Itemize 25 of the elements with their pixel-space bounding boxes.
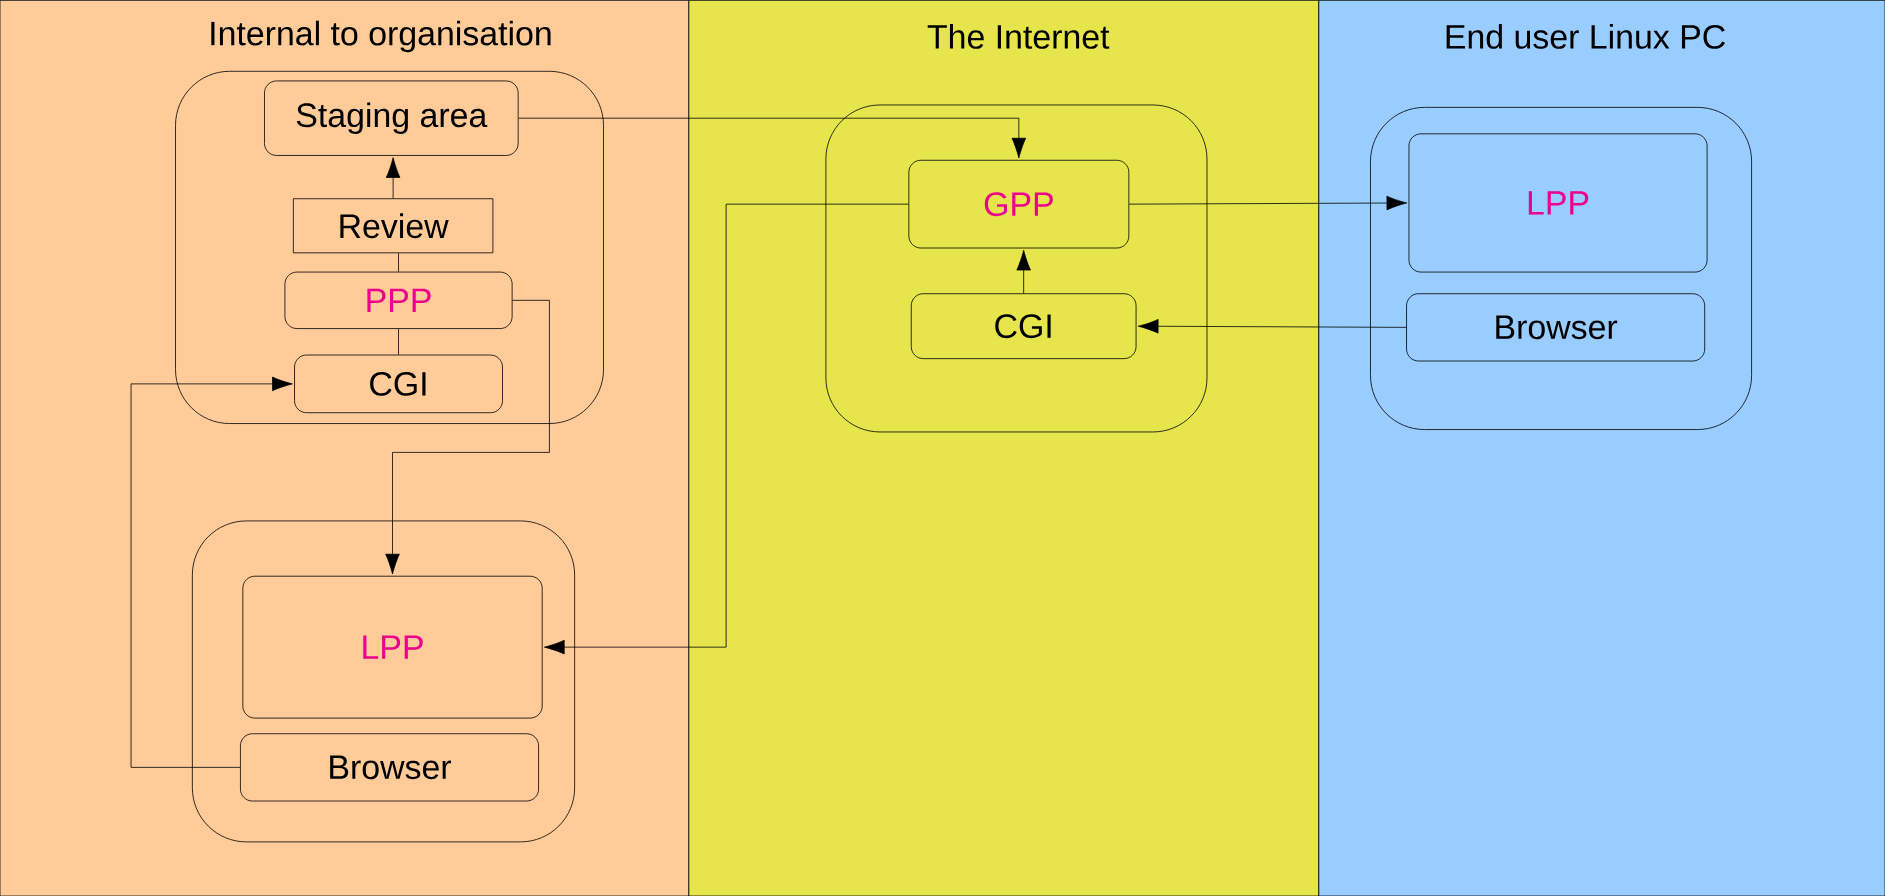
arrow	[1137, 319, 1407, 334]
region-title: The Internet	[927, 24, 1110, 49]
arrow	[1128, 195, 1408, 211]
rounded-container	[1370, 106, 1752, 430]
component-box: Browser	[240, 733, 539, 802]
arrow	[130, 376, 293, 768]
component-box: CGI	[294, 354, 503, 414]
arrow	[385, 299, 550, 575]
component-box: CGI	[910, 293, 1137, 360]
arrow	[518, 117, 1027, 159]
component-box: LPP	[242, 575, 543, 719]
rounded-container	[825, 104, 1208, 433]
arrow	[1016, 249, 1031, 294]
component-box: Browser	[1406, 293, 1706, 362]
component-box: GPP	[908, 159, 1130, 249]
region-title: Internal to organisation	[211, 20, 551, 53]
arrow	[544, 203, 909, 655]
component-box: PPP	[284, 271, 513, 329]
rounded-container	[175, 70, 604, 424]
process-box: Review	[292, 198, 494, 254]
component-box: Staging area	[264, 80, 519, 156]
component-box: LPP	[1408, 133, 1708, 273]
region-title: End user Linux PC	[1446, 24, 1725, 49]
rounded-container	[191, 520, 576, 843]
arrow	[385, 157, 401, 199]
